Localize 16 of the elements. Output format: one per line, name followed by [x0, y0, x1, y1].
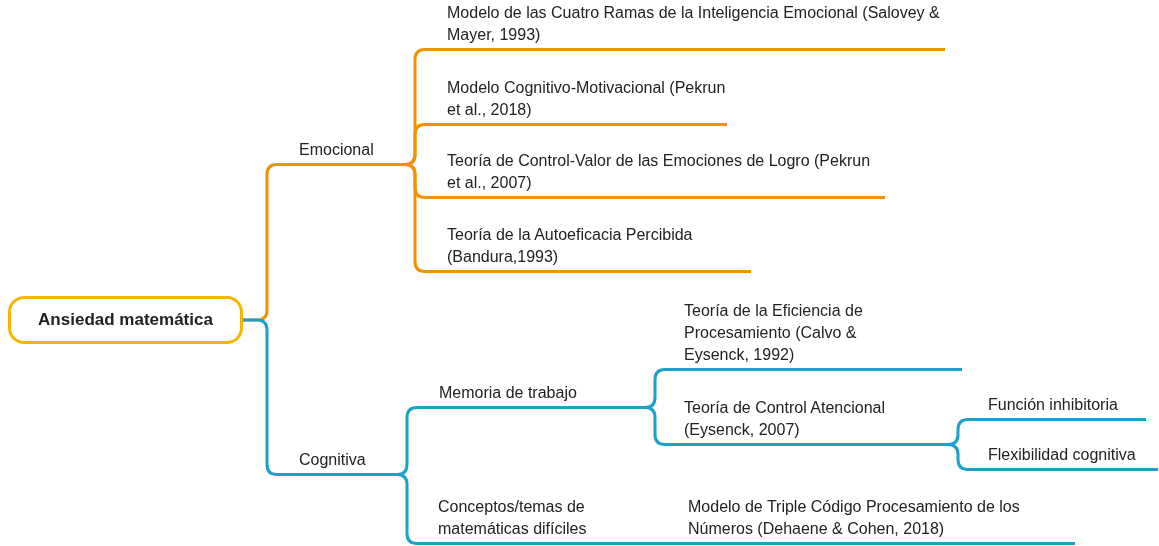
- branch-topic: Teoría de Control Atencional (Eysenck, 2007): [676, 396, 954, 446]
- branch-topic: Teoría de Control-Valor de las Emociones de Logro (Pekrun et al., 2007): [438, 150, 885, 199]
- branch-topic: Función inhibitoria: [980, 395, 1146, 421]
- branch-topic: Modelo de Triple Código Procesamiento de los Números (Dehaene & Cohen, 2018): [680, 496, 1075, 545]
- branch-topic: Memoria de trabajo: [430, 381, 650, 409]
- branch-topic: Flexibilidad cognitiva: [980, 445, 1158, 471]
- branch-topic: Teoría de la Autoeficacia Percibida (Bandura,1993): [438, 224, 751, 273]
- branch-topic: Modelo Cognitivo-Motivacional (Pekrun et al., 2018): [438, 77, 727, 126]
- branch-line: [670, 542, 680, 545]
- branch-topic: Cognitiva: [290, 449, 402, 476]
- central-topic-box: Ansiedad matemática: [8, 296, 243, 344]
- branch-topic: Emocional: [290, 136, 410, 166]
- branch-line: [243, 318, 290, 476]
- branch-topic: Teoría de la Eficiencia de Procesamiento (Calvo & Eysenck, 1992): [676, 298, 962, 371]
- branch-topic: Conceptos/temas de matemáticas difíciles: [430, 496, 670, 545]
- branch-topic: Modelo de las Cuatro Ramas de la Inteligencia Emocional (Salovey & Mayer, 1993): [438, 3, 945, 51]
